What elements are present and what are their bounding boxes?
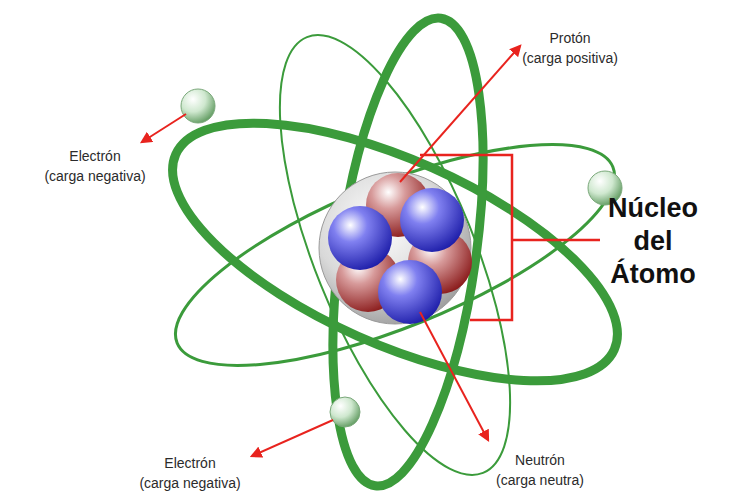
part-label: Electrón xyxy=(164,455,215,472)
nucleus-label: Núcleo del Átomo xyxy=(608,192,698,291)
part-label: Protón xyxy=(549,30,590,47)
part-label: (carga negativa) xyxy=(44,168,145,185)
leader-arrow xyxy=(400,46,520,182)
nucleus-bracket xyxy=(420,155,600,320)
leader-arrow xyxy=(142,114,186,142)
orbit xyxy=(308,9,508,495)
electron-sphere xyxy=(181,89,215,123)
part-label: (carga negativa) xyxy=(139,475,240,492)
part-label: (carga positiva) xyxy=(522,50,618,67)
orbits xyxy=(138,7,651,502)
electron-sphere xyxy=(330,397,360,427)
electrons xyxy=(181,89,622,427)
neutron-sphere xyxy=(328,206,392,270)
neutron-sphere xyxy=(400,188,464,252)
leader-arrow xyxy=(252,420,333,456)
part-label: (carga neutra) xyxy=(496,472,584,489)
orbit xyxy=(233,7,557,502)
nucleus xyxy=(319,172,471,324)
part-label: Electrón xyxy=(69,148,120,165)
leader-lines xyxy=(142,46,600,456)
leader-arrow xyxy=(420,312,488,440)
orbit xyxy=(138,70,651,433)
nucleons xyxy=(328,173,472,324)
part-label: Neutrón xyxy=(515,452,565,469)
neutron-sphere xyxy=(378,260,442,324)
